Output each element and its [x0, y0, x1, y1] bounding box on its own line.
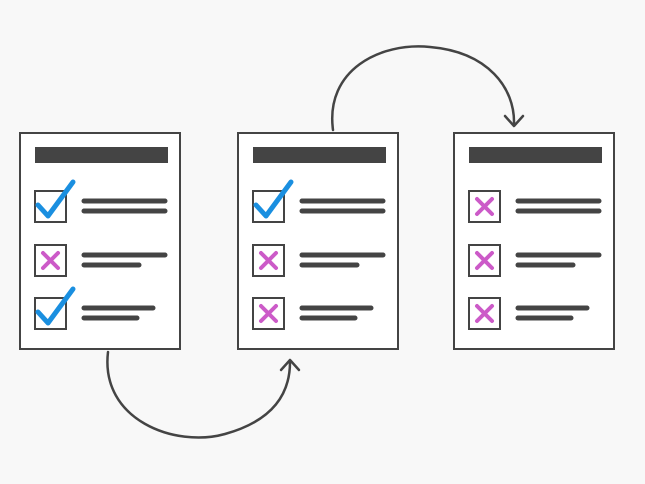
arrowhead-icon	[503, 114, 525, 128]
arrow-card-1-to-card-2	[106, 350, 301, 439]
arrow-card-2-to-card-3	[330, 45, 525, 132]
checklist-row	[34, 286, 156, 330]
arrowhead-icon	[279, 358, 301, 372]
checklist-row	[468, 297, 590, 330]
checklist-row	[468, 190, 602, 223]
checkmark-icon	[253, 179, 294, 219]
cross-icon	[41, 251, 60, 270]
checklist-row	[252, 244, 386, 277]
cross-icon	[259, 304, 278, 323]
checklist-cards	[19, 132, 615, 350]
connectors	[106, 45, 525, 439]
cross-icon	[475, 304, 494, 323]
checklist-row	[468, 244, 602, 277]
arrow-curve	[106, 350, 292, 439]
cross-icon	[475, 197, 494, 216]
card-title-bar	[469, 147, 602, 163]
cross-stroke	[475, 304, 494, 323]
checklist-row	[34, 244, 168, 277]
cross-stroke	[475, 197, 494, 216]
card-2	[237, 132, 399, 350]
checklist-row	[252, 179, 386, 223]
checkbox	[252, 297, 285, 330]
card-frame	[237, 132, 399, 350]
card-3	[453, 132, 615, 350]
cross-stroke	[475, 251, 494, 270]
cross-stroke	[41, 251, 60, 270]
cross-icon	[259, 251, 278, 270]
checkmark-icon	[35, 286, 76, 326]
arrow-curve	[330, 45, 516, 132]
card-title-bar	[35, 147, 168, 163]
card-1	[19, 132, 181, 350]
card-title-bar	[253, 147, 386, 163]
cross-icon	[475, 251, 494, 270]
checklist-row	[34, 179, 168, 223]
checkmark-icon	[35, 179, 76, 219]
cross-stroke	[259, 304, 278, 323]
cross-stroke	[259, 251, 278, 270]
checklist-row	[252, 297, 374, 330]
